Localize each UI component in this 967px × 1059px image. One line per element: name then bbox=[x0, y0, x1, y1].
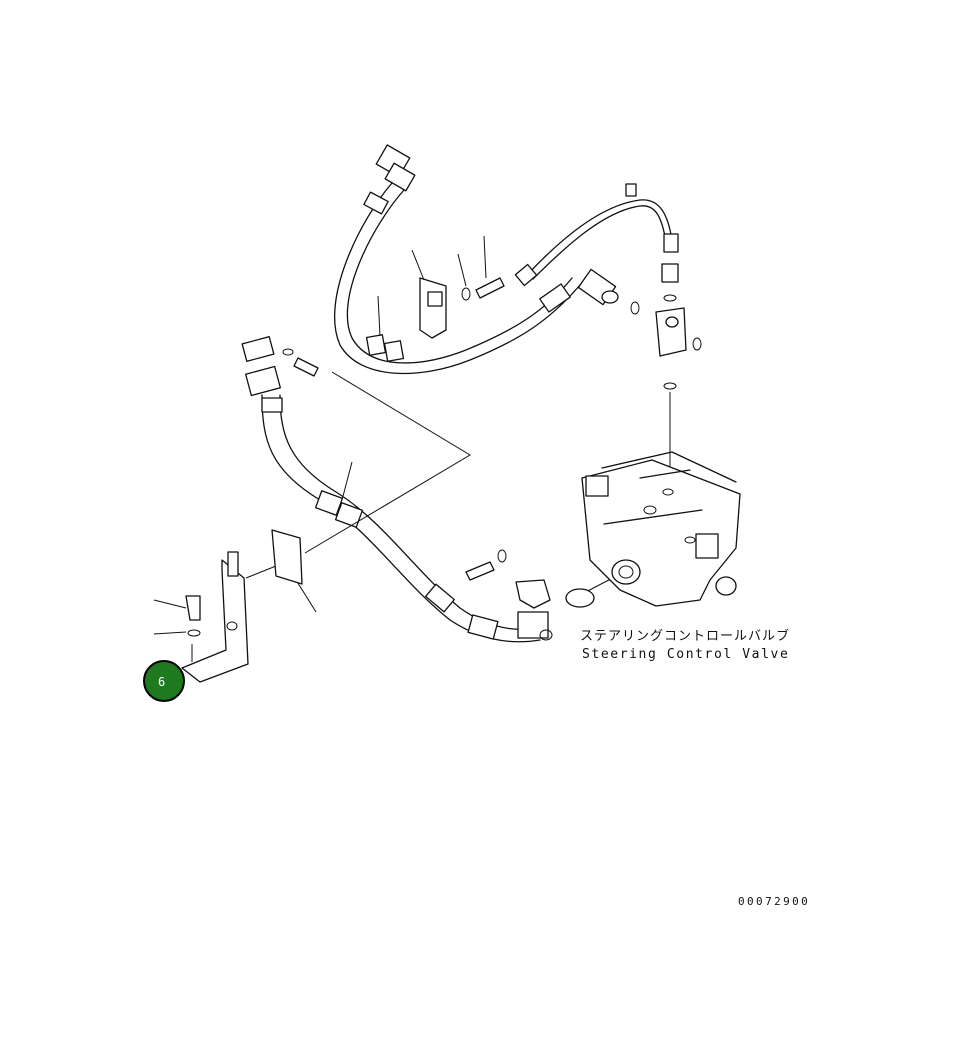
valve-fittings bbox=[630, 263, 702, 470]
valve-label-jp: ステアリングコントロールバルブ bbox=[580, 628, 790, 644]
lower-right-clamp bbox=[465, 549, 551, 609]
lower-hose bbox=[241, 336, 553, 643]
callout-circle[interactable] bbox=[143, 660, 185, 702]
leader-lines bbox=[153, 295, 625, 635]
callout-badge[interactable]: 6 bbox=[143, 660, 185, 702]
valve-label-en: Steering Control Valve bbox=[582, 647, 789, 662]
upper-clamp-bracket bbox=[411, 235, 505, 339]
upper-tube bbox=[514, 183, 679, 287]
drawing-number: 00072900 bbox=[738, 895, 810, 908]
steering-control-valve bbox=[565, 451, 741, 608]
callout-number: 6 bbox=[158, 675, 165, 689]
upper-hose bbox=[334, 144, 619, 375]
mounting-bracket bbox=[181, 529, 303, 683]
